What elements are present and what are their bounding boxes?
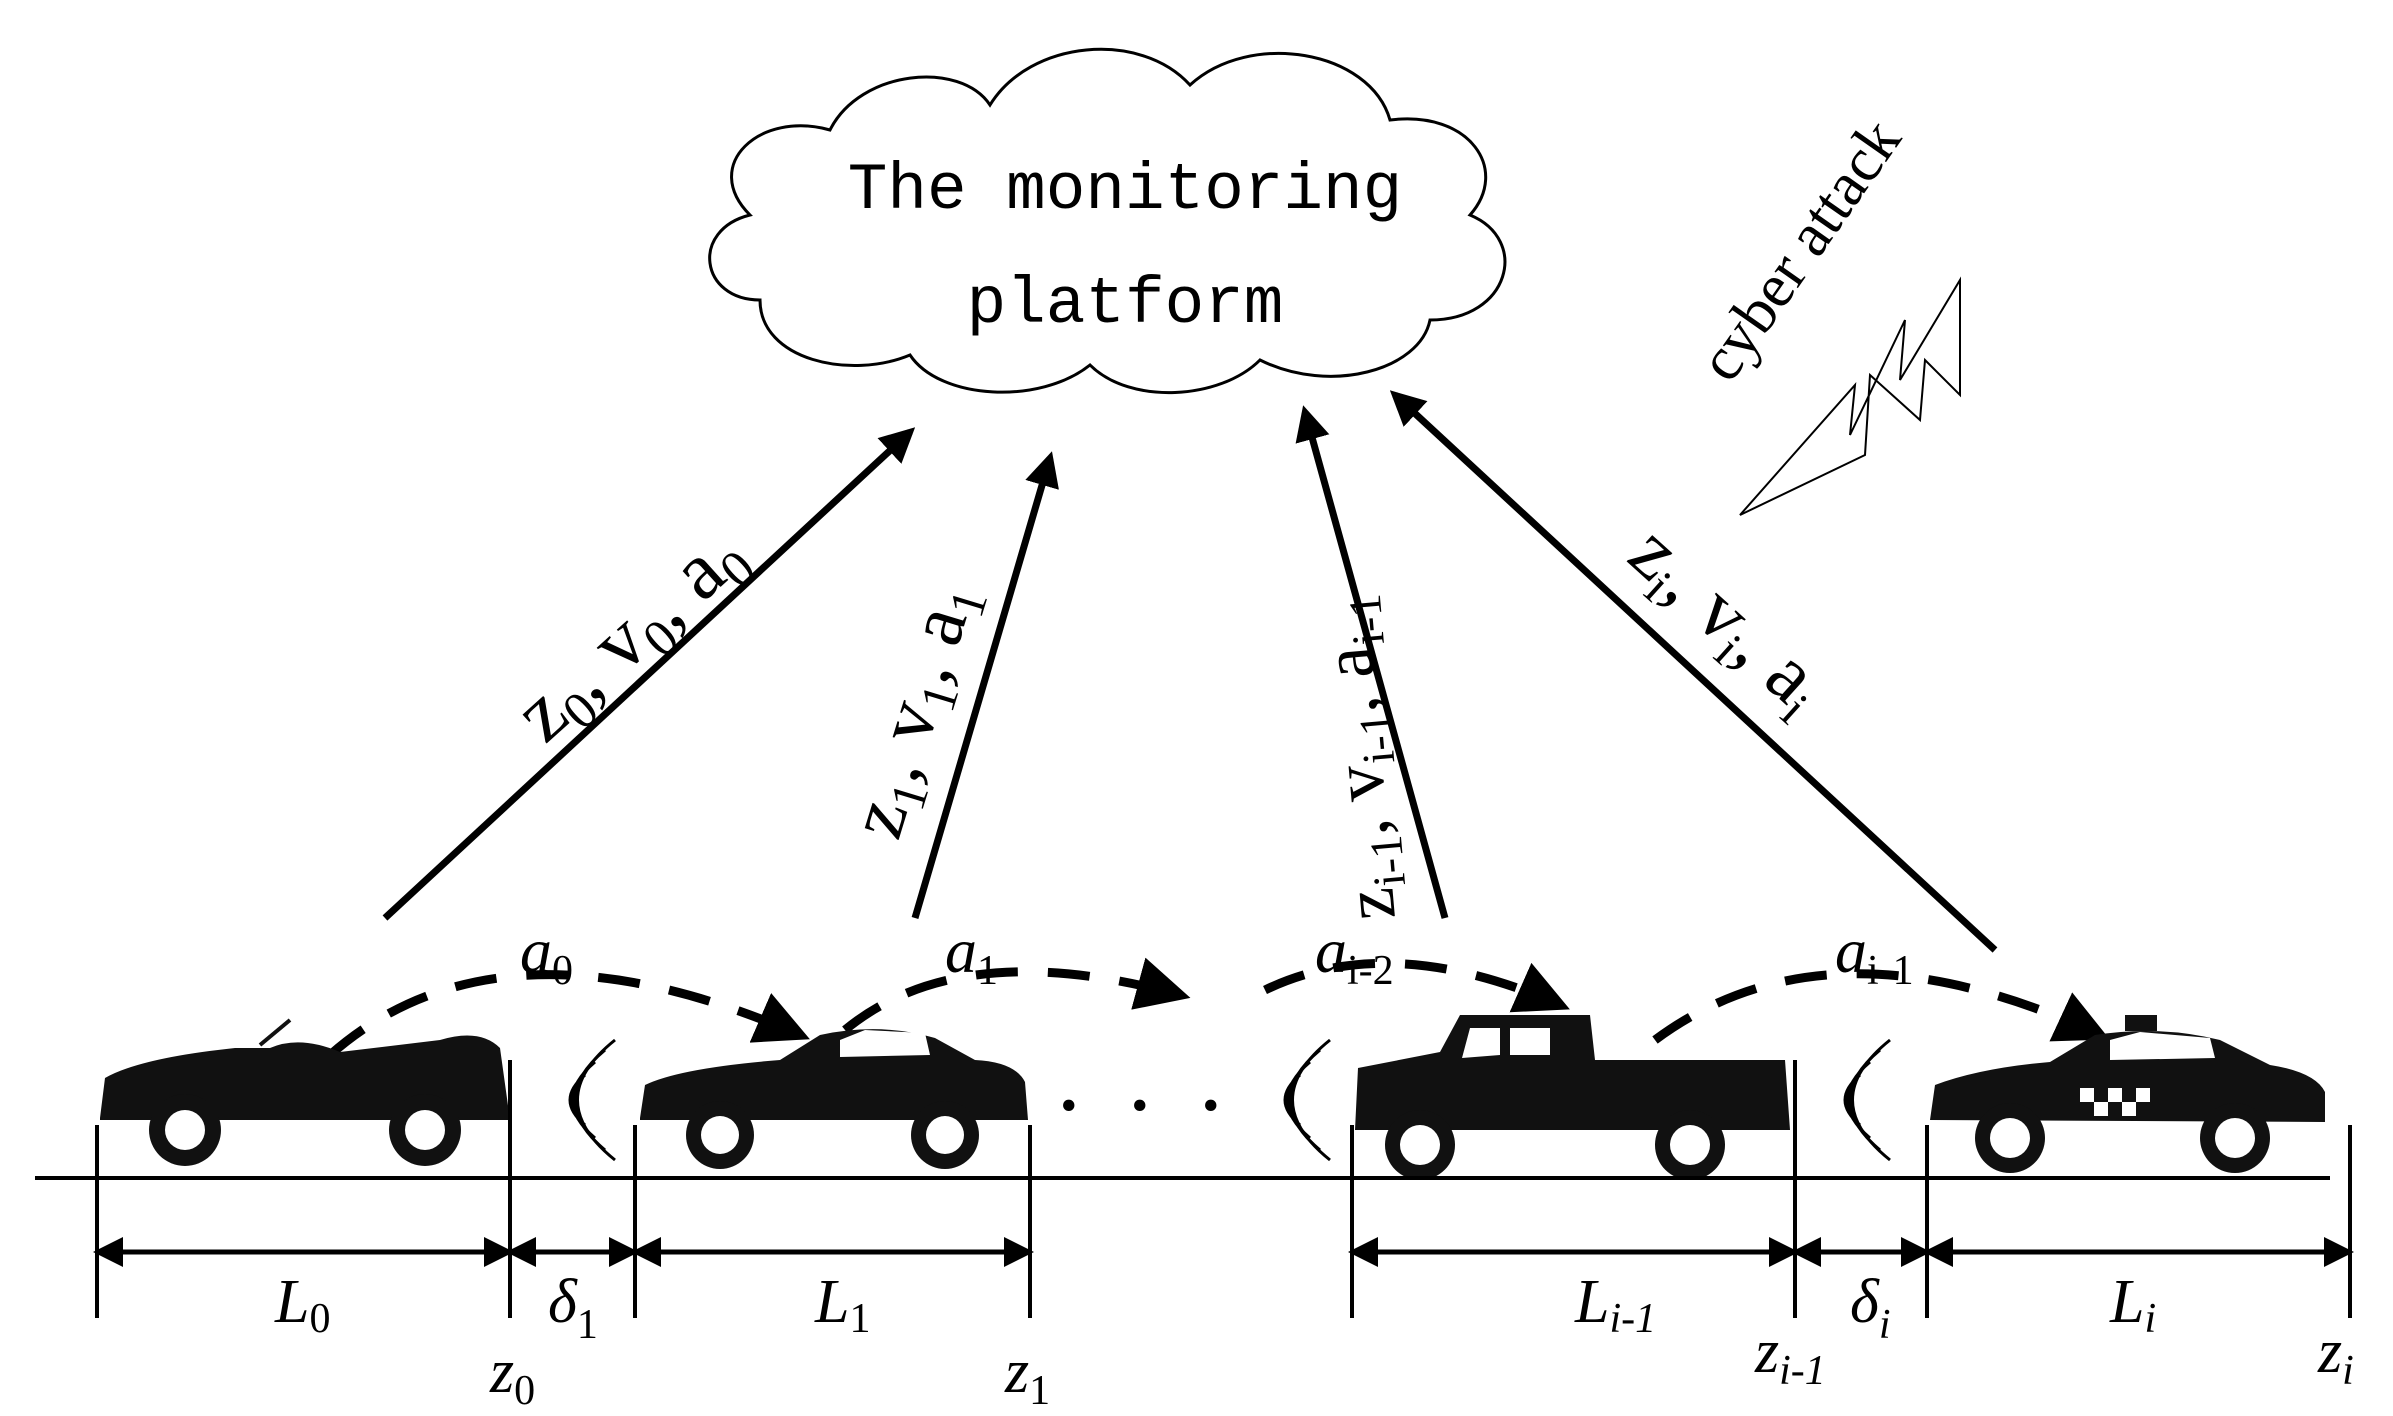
platoon-ellipsis: . . .: [1060, 1049, 1238, 1126]
cloud-title-line2: platform: [967, 267, 1284, 342]
uplink-labels: z0, v0, a0 z1, v1, a1 zi-1, vi-1, ai-1 z…: [496, 508, 1834, 924]
uplink-label-i-1: zi-1, vi-1, ai-1: [1303, 592, 1418, 924]
wireless-signal-icon: [1843, 1038, 1891, 1162]
cloud-title-line1: The monitoring: [848, 153, 1403, 228]
wireless-signal-icon: [568, 1038, 616, 1162]
vehicle-0-convertible: [100, 1018, 510, 1166]
accel-label-0: a0: [520, 915, 573, 994]
position-labels: z0 z1 zi-1 zi: [489, 1318, 2354, 1414]
vehicle-1-sedan: [640, 1029, 1028, 1169]
accel-labels: a0 a1 ai-2 ai-1: [520, 915, 1914, 994]
position-label-0: z0: [489, 1338, 535, 1411]
cyber-attack-indicator: cyber attack: [1686, 107, 1961, 516]
wireless-signal-icon: [1283, 1038, 1331, 1162]
gap-label-1: δ1: [548, 1268, 598, 1348]
length-labels: L0 L1 Li-1 Li: [274, 1268, 2156, 1342]
cyber-attack-label: cyber attack: [1686, 107, 1914, 393]
uplink-arrows: [382, 390, 1998, 953]
vehicle-i-1-pickup: [1355, 1015, 1790, 1180]
vehicle-i-taxi: [1930, 1015, 2325, 1173]
v2v-arrow-i-2-to-i-1: [1263, 958, 1570, 1013]
uplink-arrow-vehicle-0: [382, 427, 916, 921]
uplink-arrow-vehicle-i-1: [1295, 405, 1449, 919]
position-label-i-1: zi-1: [1754, 1318, 1826, 1394]
accel-label-i-2: ai-2: [1315, 915, 1394, 994]
v2v-arrow-1-onward: [842, 957, 1191, 1034]
uplink-arrow-vehicle-1: [911, 451, 1059, 919]
length-label-i: Li: [2109, 1268, 2156, 1342]
v2v-arrow-0-to-1: [327, 970, 810, 1059]
gap-labels: δ1 δi: [548, 1268, 1891, 1348]
gap-label-i: δi: [1850, 1268, 1891, 1348]
wireless-signal-icons: [568, 1038, 1891, 1162]
v2v-dashed-arrows: [327, 957, 2110, 1059]
accel-label-1: a1: [945, 915, 998, 994]
dimension-ticks: [95, 1060, 2352, 1318]
position-label-i: zi: [2317, 1318, 2354, 1394]
length-label-1: L1: [814, 1268, 870, 1342]
position-label-1: z1: [1004, 1338, 1050, 1411]
monitoring-platform-cloud: The monitoring platform: [708, 47, 1507, 395]
v2v-arrow-i-1-to-i: [1652, 969, 2110, 1044]
accel-label-i-1: ai-1: [1835, 915, 1914, 994]
uplink-arrow-vehicle-i: [1389, 390, 1998, 953]
lightning-bolt-icon: [1739, 276, 1961, 516]
length-label-0: L0: [274, 1268, 330, 1342]
length-label-i-1: Li-1: [1574, 1268, 1656, 1342]
uplink-label-0: z0, v0, a0: [496, 508, 766, 766]
